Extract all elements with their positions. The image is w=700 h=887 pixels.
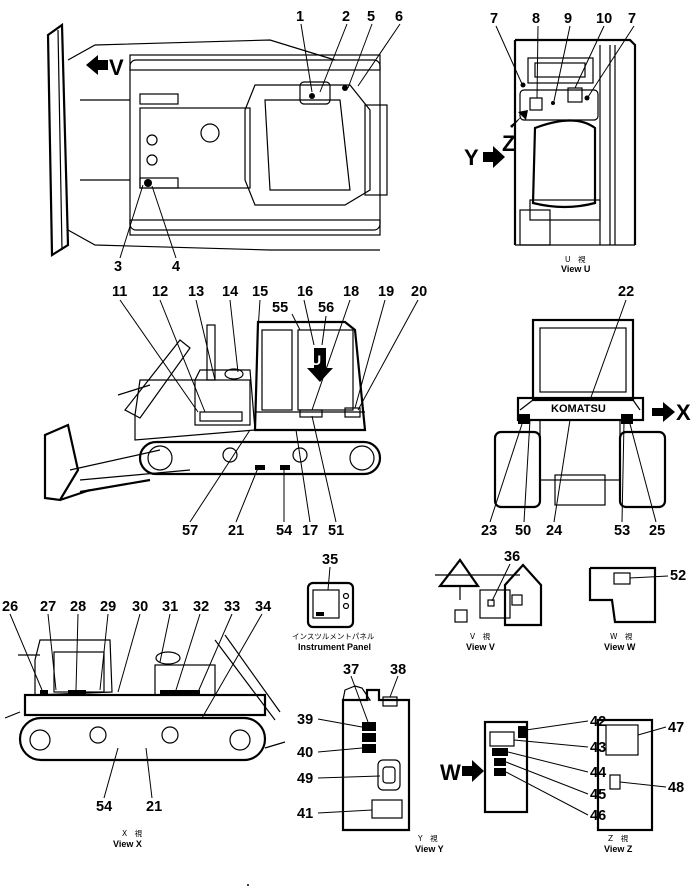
caption: View X <box>113 839 142 849</box>
callout: 17 <box>302 523 318 539</box>
callout: 24 <box>546 523 562 539</box>
callout: 22 <box>618 284 634 300</box>
callout: 3 <box>114 259 122 275</box>
arrow-z-label: Z <box>502 131 515 156</box>
callout: 52 <box>670 568 686 584</box>
callout: 49 <box>297 771 313 787</box>
view-u: 7 8 9 10 7 Y Z U 視 View U <box>464 11 637 274</box>
callout: 6 <box>395 9 403 25</box>
callout: 21 <box>146 799 162 815</box>
callout: 11 <box>112 284 127 300</box>
view-x: 26 27 28 29 30 31 32 33 34 54 21 X 視 Vie… <box>2 599 286 849</box>
caption-jp: U 視 <box>565 255 586 264</box>
top-view: V 1 2 5 6 3 4 <box>46 9 403 275</box>
view-w-detail: W 42 43 44 45 46 <box>440 714 606 824</box>
arrow-w-label: W <box>440 760 461 785</box>
callout: 57 <box>182 523 198 539</box>
callout: 12 <box>152 284 168 300</box>
callout: 21 <box>228 523 244 539</box>
callout: 54 <box>276 523 292 539</box>
callout: 23 <box>481 523 497 539</box>
callout: 15 <box>252 284 268 300</box>
callout: 29 <box>100 599 116 615</box>
callout: 16 <box>297 284 313 300</box>
callout: 20 <box>411 284 427 300</box>
callout: 7 <box>628 11 636 27</box>
callout: 35 <box>322 552 338 568</box>
callout: 30 <box>132 599 148 615</box>
caption-jp: インスツルメントパネル <box>292 632 375 641</box>
callout: 4 <box>172 259 180 275</box>
callout: 53 <box>614 523 630 539</box>
caption-jp: V 視 <box>470 632 491 641</box>
caption: View Y <box>415 844 444 854</box>
arrow-u-label: U <box>311 352 321 368</box>
callout: 2 <box>342 9 350 25</box>
callout: 31 <box>162 599 178 615</box>
callout: 10 <box>596 11 612 27</box>
callout: 7 <box>490 11 498 27</box>
caption-jp: Z 視 <box>608 834 629 843</box>
callout: 50 <box>515 523 531 539</box>
brand-plate: KOMATSU <box>551 403 606 415</box>
callout: 18 <box>343 284 359 300</box>
callout: 36 <box>504 549 520 565</box>
caption: View U <box>561 264 590 274</box>
caption: View V <box>466 642 495 652</box>
callout: 41 <box>297 806 313 822</box>
callout: 26 <box>2 599 18 615</box>
callout: 9 <box>564 11 572 27</box>
callout: 54 <box>96 799 112 815</box>
side-view: U 11 12 13 14 15 55 16 56 18 19 20 57 21… <box>43 284 427 539</box>
callout: 40 <box>297 745 313 761</box>
callout: 56 <box>318 300 334 316</box>
view-y: 37 38 39 40 49 41 Y 視 View Y <box>297 662 444 854</box>
callout: 33 <box>224 599 240 615</box>
callout: 5 <box>367 9 375 25</box>
callout: 47 <box>668 720 684 736</box>
caption-jp: Y 視 <box>417 834 438 843</box>
callout: 8 <box>532 11 540 27</box>
caption-jp: X 視 <box>122 829 143 838</box>
arrow-x-label: X <box>676 400 691 425</box>
callout: 32 <box>193 599 209 615</box>
view-v: 36 V 視 View V <box>435 549 543 652</box>
callout: 28 <box>70 599 86 615</box>
caption: Instrument Panel <box>298 642 371 652</box>
caption: View Z <box>604 844 633 854</box>
callout: 34 <box>255 599 271 615</box>
rear-view: KOMATSU X 22 23 50 24 53 25 <box>481 284 691 539</box>
callout: 13 <box>188 284 204 300</box>
arrow-y-label: Y <box>464 145 479 170</box>
callout: 38 <box>390 662 406 678</box>
callout: 37 <box>343 662 359 678</box>
callout: 14 <box>222 284 238 300</box>
callout: 25 <box>649 523 665 539</box>
caption: View W <box>604 642 636 652</box>
callout: 48 <box>668 780 684 796</box>
callout: 1 <box>296 9 304 25</box>
callout: 27 <box>40 599 56 615</box>
callout: 51 <box>328 523 344 539</box>
callout: 39 <box>297 712 313 728</box>
view-z: 47 48 Z 視 View Z <box>596 718 684 854</box>
callout: 55 <box>272 300 288 316</box>
view-w: 52 W 視 View W <box>588 566 686 652</box>
callout: 19 <box>378 284 394 300</box>
caption-jp: W 視 <box>610 632 633 641</box>
arrow-v-label: V <box>109 55 124 80</box>
instrument-panel: 35 インスツルメントパネル Instrument Panel <box>292 552 375 652</box>
